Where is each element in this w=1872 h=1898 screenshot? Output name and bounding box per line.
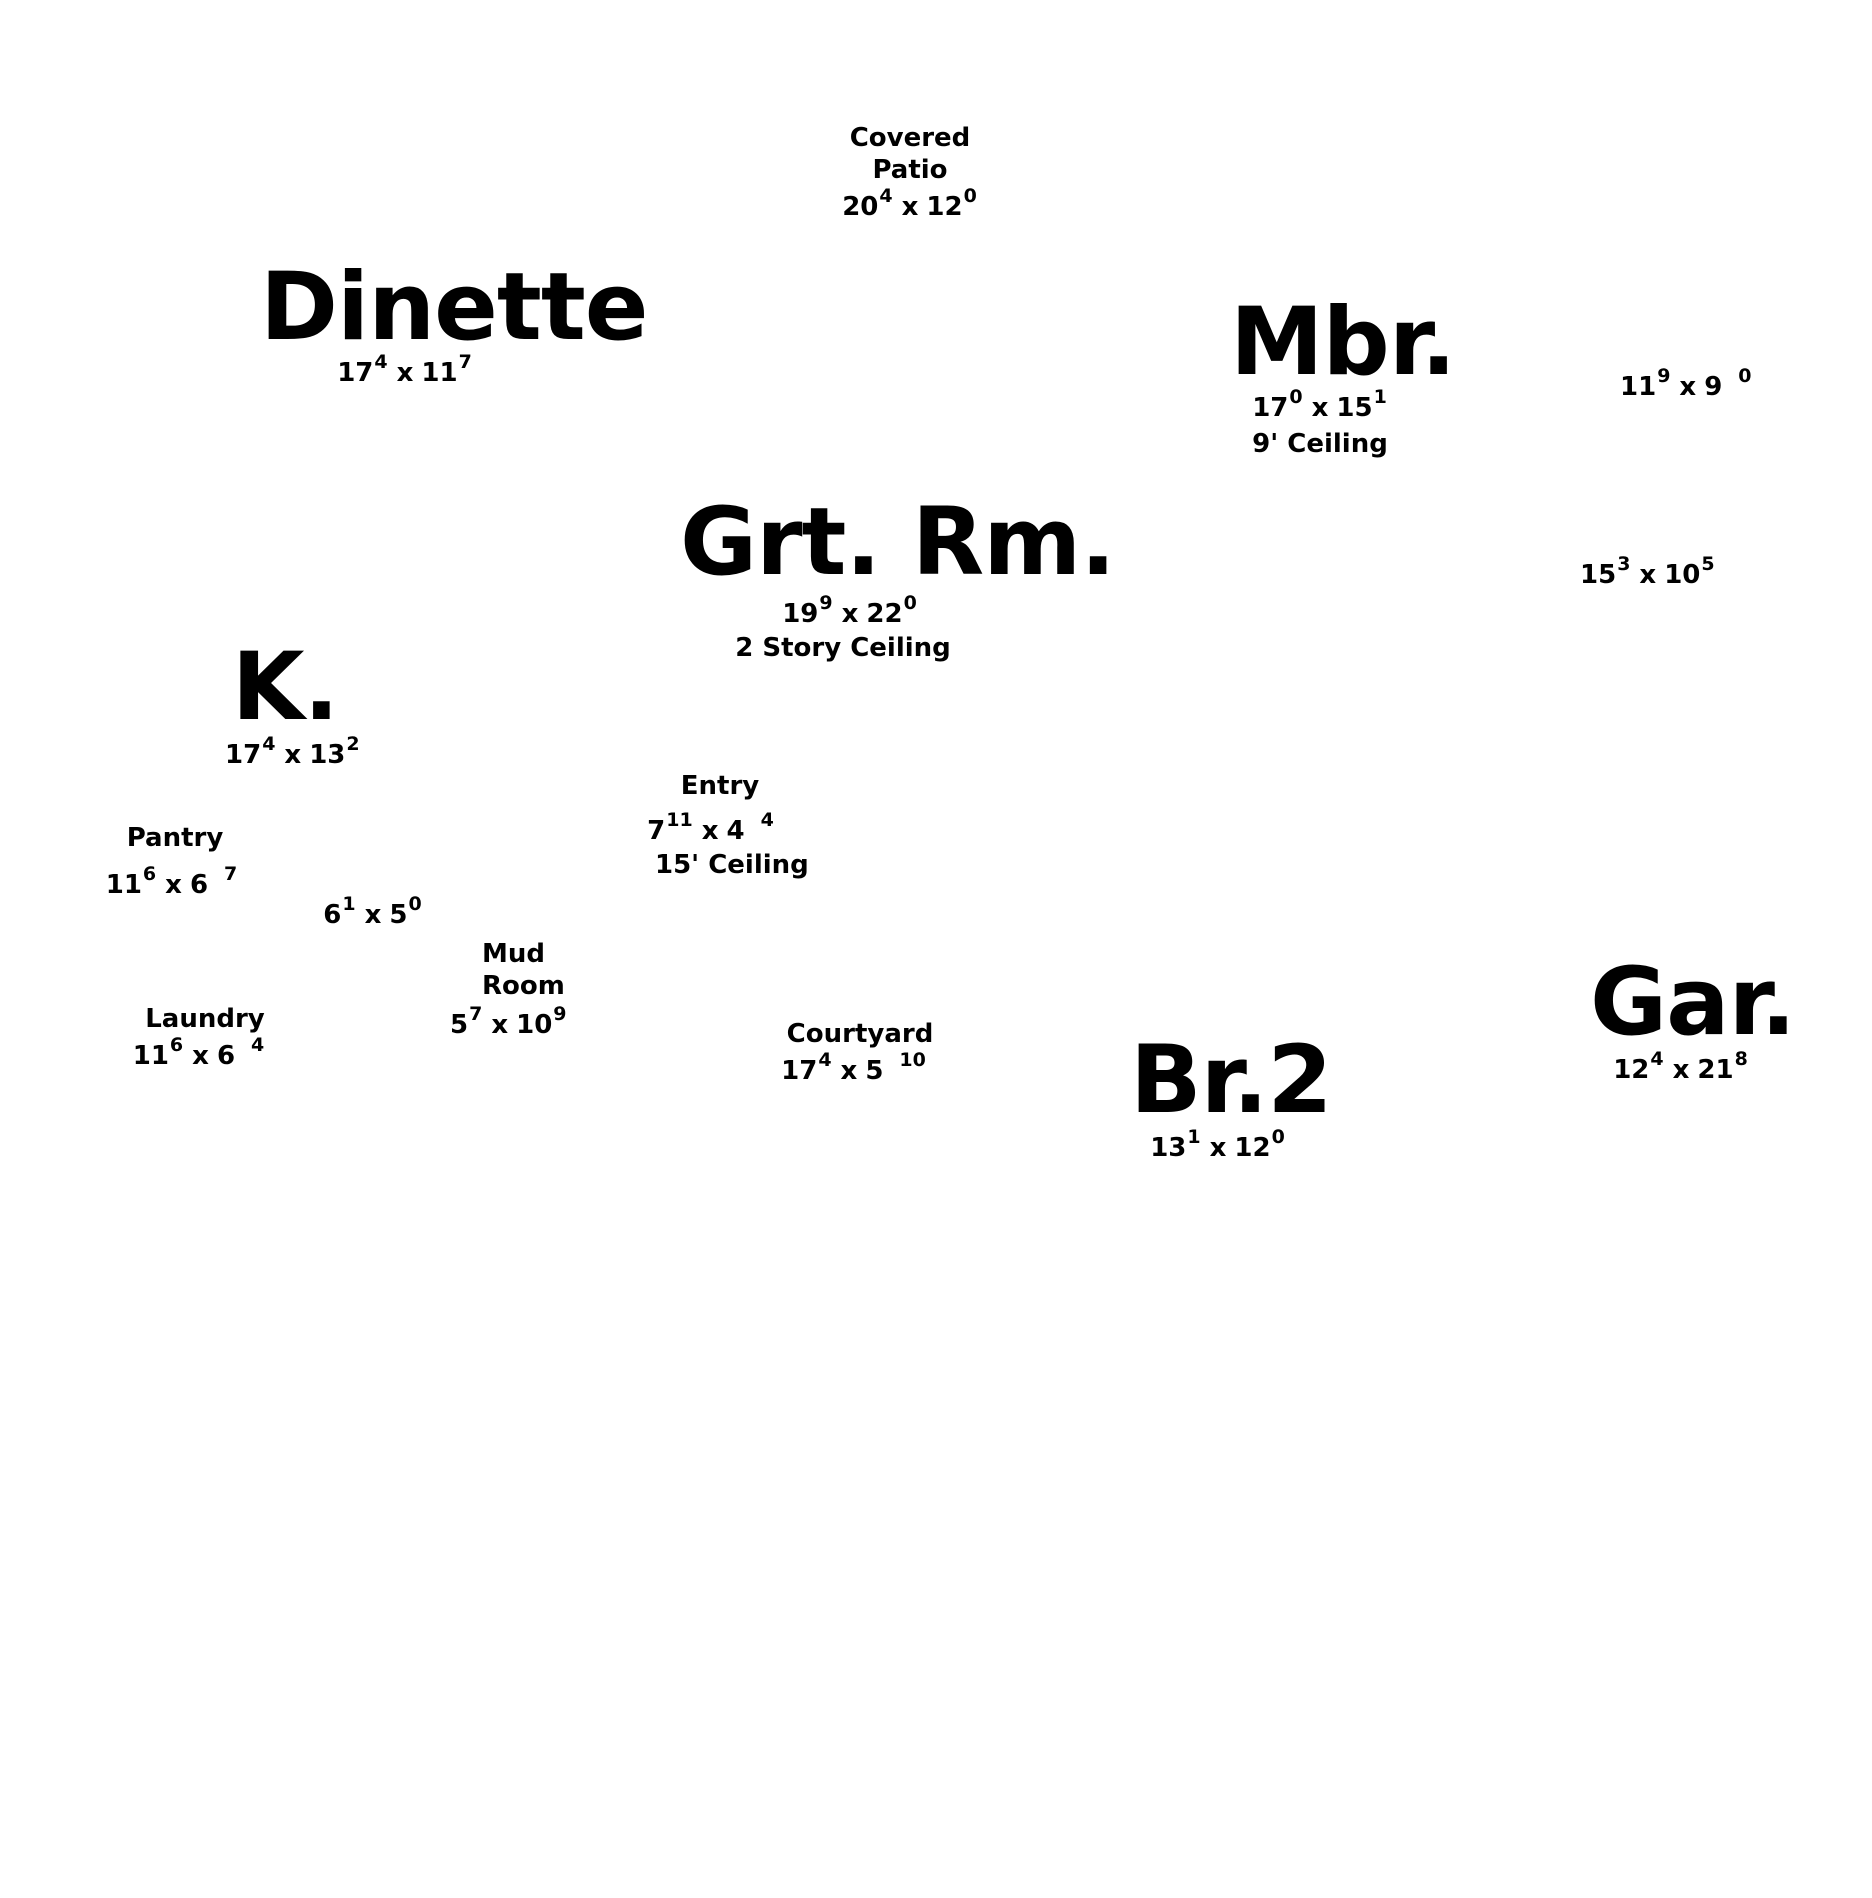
- room-name: Entry: [680, 771, 760, 801]
- room-name: Mud: [482, 939, 545, 969]
- room-name: Dinette: [260, 253, 649, 362]
- room-name: Grt. Rm.: [680, 488, 1116, 597]
- ceiling-note: 2 Story Ceiling: [735, 633, 951, 663]
- room-name: Mbr.: [1230, 288, 1457, 397]
- room-name: Courtyard: [786, 1019, 934, 1049]
- room-name: Pantry: [126, 823, 224, 853]
- ceiling-note: 15' Ceiling: [655, 850, 809, 880]
- room-name: Room: [482, 971, 565, 1001]
- room-name: K.: [231, 633, 340, 742]
- room-name: Covered: [849, 123, 971, 153]
- room-name: Gar.: [1590, 948, 1796, 1057]
- room-name: Br.2: [1130, 1026, 1333, 1135]
- room-name: Patio: [872, 155, 948, 185]
- ceiling-note: 9' Ceiling: [1252, 429, 1388, 459]
- room-name: Laundry: [145, 1004, 265, 1034]
